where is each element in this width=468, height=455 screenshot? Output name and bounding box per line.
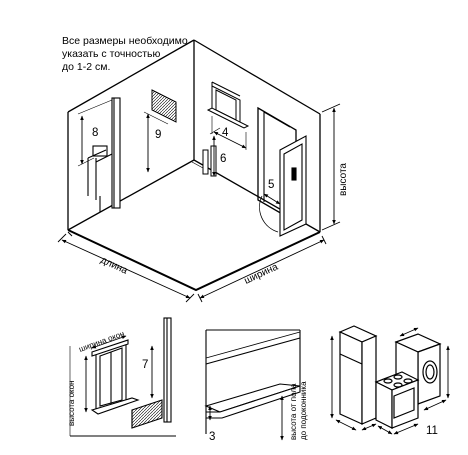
dimension-height xyxy=(321,103,341,231)
dimension-9 xyxy=(143,111,169,173)
sill-height-label-2: до подоконника xyxy=(299,381,308,440)
height-label: высота xyxy=(338,163,349,196)
dimension-4 xyxy=(211,116,247,150)
vent-grille xyxy=(151,89,177,123)
sill-height-label-1: высота от пола xyxy=(289,383,298,440)
appliance-dimensions xyxy=(330,327,450,435)
radiator-wall-pipes xyxy=(87,97,121,212)
label-6: 6 xyxy=(220,153,226,165)
note-line-3: до 1-2 см. xyxy=(62,61,110,73)
appliances-detail xyxy=(338,325,442,429)
label-7: 7 xyxy=(142,359,148,371)
label-8: 8 xyxy=(92,127,98,139)
door-swing-arc xyxy=(259,195,279,233)
room-window xyxy=(206,81,250,129)
dimension-8 xyxy=(77,99,113,167)
label-9: 9 xyxy=(155,129,161,141)
dimension-6 xyxy=(209,127,221,177)
dimension-window-width xyxy=(91,335,127,349)
dimension-length xyxy=(57,233,195,303)
note-line-1: Все размеры необходимо xyxy=(62,35,188,47)
dimension-width xyxy=(197,235,327,303)
label-4: 4 xyxy=(222,127,229,139)
accuracy-note: Все размеры необходимо указать с точност… xyxy=(62,35,188,73)
length-label: длина xyxy=(99,255,130,277)
label-5: 5 xyxy=(268,179,274,191)
room-door xyxy=(257,106,307,237)
sill-detail xyxy=(204,329,301,434)
window-height-label: высота окон xyxy=(67,380,76,426)
dimension-5 xyxy=(263,193,281,205)
label-3: 3 xyxy=(209,431,215,443)
label-11: 11 xyxy=(426,425,438,437)
note-line-2: указать с точностью xyxy=(62,48,161,60)
